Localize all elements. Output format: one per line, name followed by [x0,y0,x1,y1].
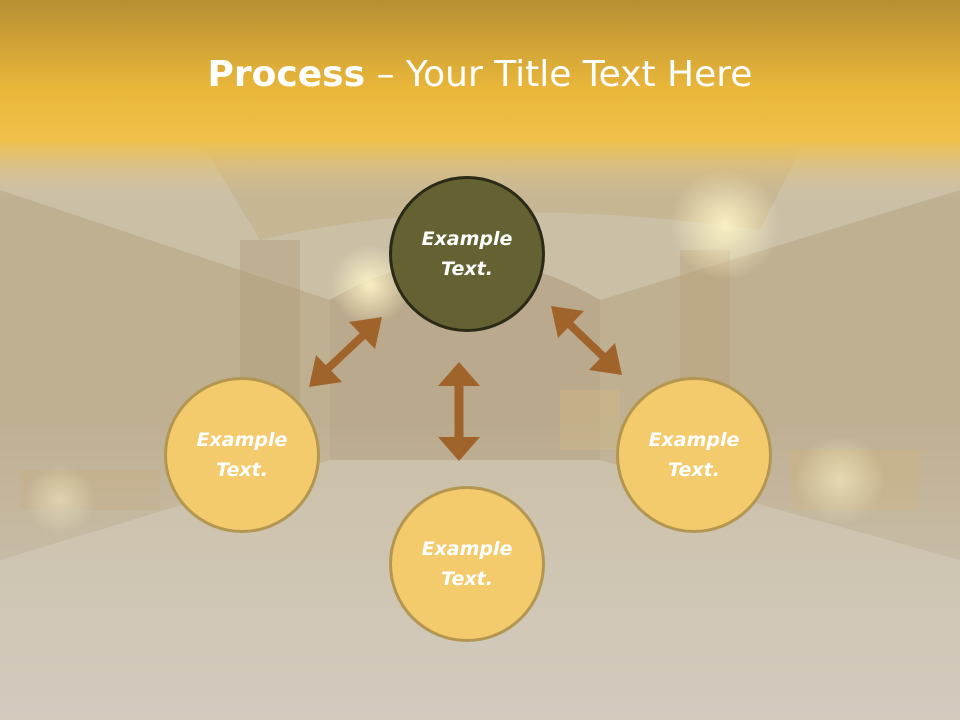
title-bold: Process [207,54,366,95]
process-node-left: Example Text. [164,377,320,533]
process-node-bottom: Example Text. [389,486,545,642]
node-bottom-line2: Text. [441,568,493,590]
slide-title: Process – Your Title Text Here [0,50,960,100]
node-bottom-line1: Example [421,538,513,560]
node-left-line2: Text. [216,459,268,481]
node-right-line2: Text. [668,459,720,481]
title-rest: – Your Title Text Here [365,54,753,95]
node-center-line2: Text. [441,258,493,280]
node-left-line1: Example [196,429,288,451]
node-right-line1: Example [648,429,740,451]
process-node-center: Example Text. [389,176,545,332]
process-node-right: Example Text. [616,377,772,533]
node-center-line1: Example [421,228,513,250]
